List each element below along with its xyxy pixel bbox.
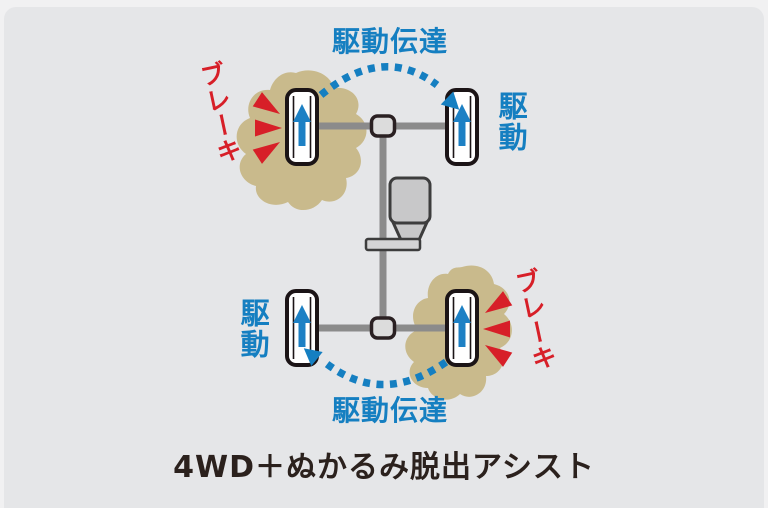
- rear-differential: [369, 316, 397, 340]
- label-front-right-drive: 駆動: [494, 91, 529, 153]
- brake-flash-front-left-icon: [252, 92, 282, 164]
- transfer-bar: [364, 237, 422, 252]
- wheel-spin-up-arrow-icon: [293, 104, 311, 146]
- wheel-rear-left: [285, 289, 319, 367]
- label-rear-left-drive: 駆動: [236, 298, 271, 360]
- wheel-front-left: [285, 88, 319, 166]
- wheel-drive-up-arrow-icon: [453, 104, 471, 146]
- wheel-drive-up-arrow-icon: [293, 305, 311, 347]
- diagram-caption: 4WD＋ぬかるみ脱出アシスト: [173, 450, 595, 485]
- label-front-drive-transfer: 駆動伝達: [331, 25, 448, 58]
- engine-unit: [364, 176, 432, 252]
- wheel-front-right: [445, 88, 479, 166]
- wheel-spin-up-arrow-icon: [453, 305, 471, 347]
- brake-flash-rear-right-icon: [483, 291, 513, 367]
- wheel-rear-right: [445, 289, 479, 367]
- engine-block: [388, 176, 432, 225]
- transfer-arc-rear-icon: [303, 348, 449, 389]
- front-differential: [369, 114, 397, 138]
- transfer-arc-front-icon: [318, 63, 460, 110]
- label-rear-drive-transfer: 駆動伝達: [331, 394, 448, 427]
